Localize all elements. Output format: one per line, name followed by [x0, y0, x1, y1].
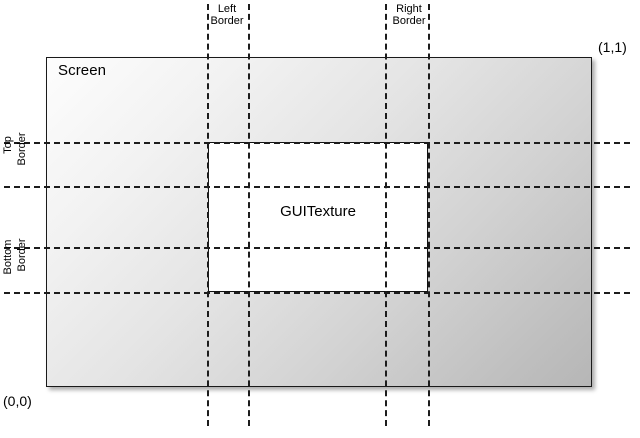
bottom-border-label-line2: Border [16, 238, 28, 272]
top-border-label-line1-wrap: Top [2, 110, 14, 180]
bottom-border-label-line2-wrap: Border [16, 220, 28, 290]
right-border-label-line1: Right [396, 3, 422, 15]
screen-label: Screen [58, 62, 107, 79]
guide-line-top-border-outer [4, 142, 630, 144]
top-border-label-line2-wrap: Border [16, 114, 28, 184]
guide-line-bottom-border-inner [4, 247, 630, 249]
right-border-label-line2: Border [392, 15, 426, 27]
guide-line-right-border-outer [428, 4, 430, 426]
guitexture-rectangle [208, 142, 428, 292]
left-border-label: Left Border [197, 3, 257, 27]
guide-line-bottom-border-outer [4, 292, 630, 294]
bottom-border-label-line1: Bottom [2, 239, 14, 275]
guide-line-right-border-inner [385, 4, 387, 426]
left-border-label-line1: Left [217, 3, 237, 15]
top-border-label-line1: Top [2, 136, 14, 154]
screen-max-coordinate-label: (1,1) [598, 39, 627, 55]
top-border-label-line2: Border [16, 132, 28, 166]
guide-line-top-border-inner [4, 186, 630, 188]
guitexture-label: GUITexture [280, 203, 356, 220]
guide-line-left-border-inner [248, 4, 250, 426]
left-border-label-line2: Border [210, 15, 244, 27]
screen-origin-coordinate-label: (0,0) [3, 393, 32, 409]
bottom-border-label-line1-wrap: Bottom [2, 222, 14, 292]
guide-line-left-border-outer [207, 4, 209, 426]
right-border-label: Right Border [379, 3, 439, 27]
